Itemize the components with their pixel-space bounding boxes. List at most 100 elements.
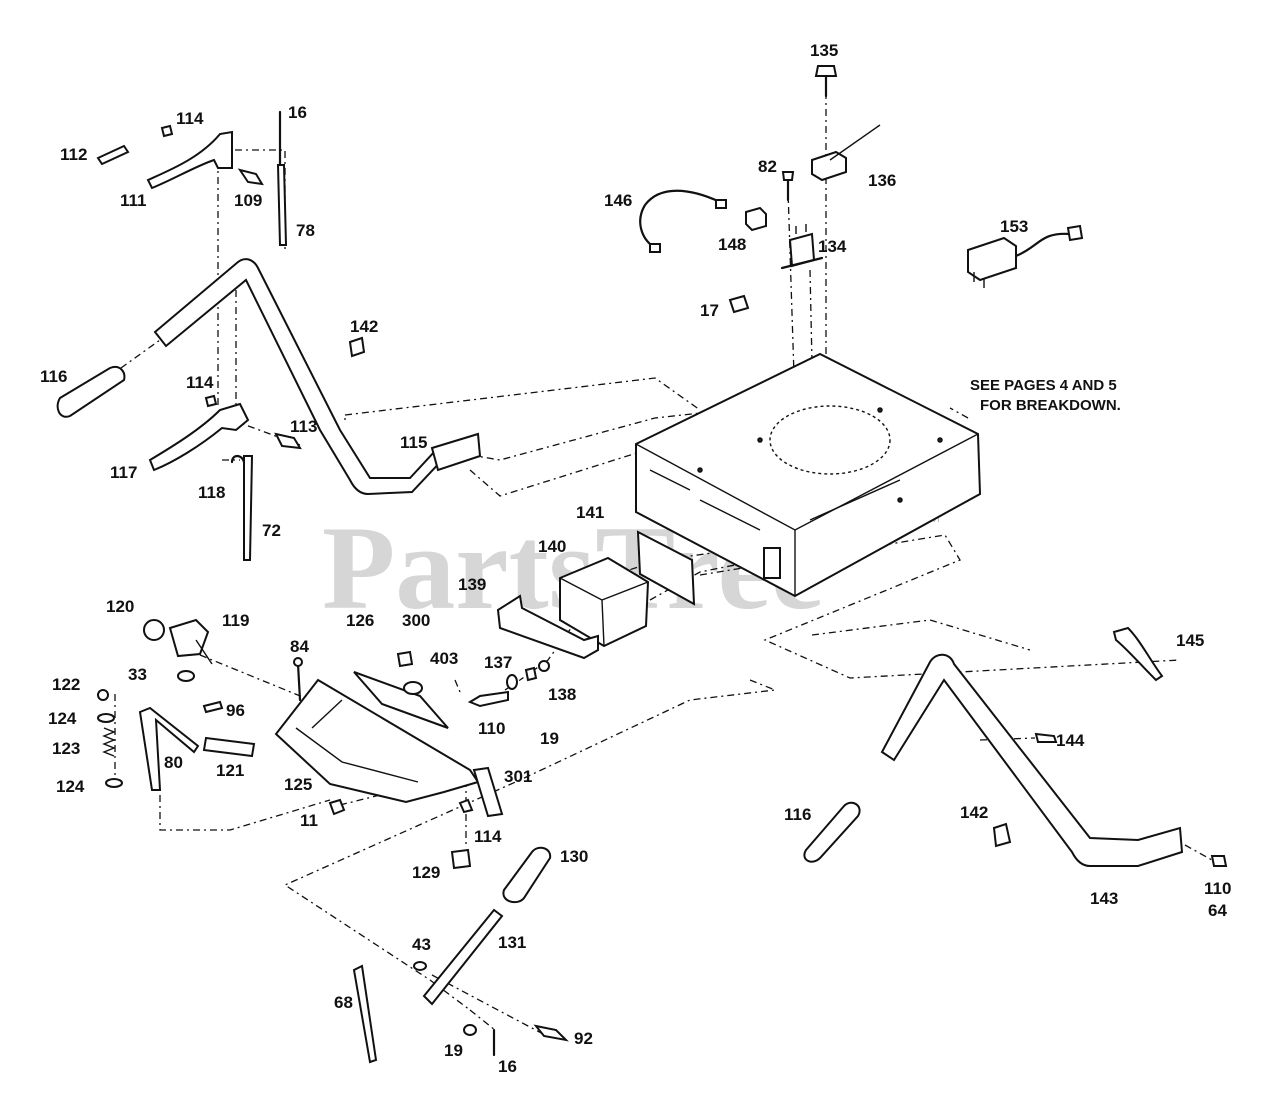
- callout-112: 112: [60, 145, 87, 164]
- callout-64: 64: [1208, 901, 1227, 920]
- chassis-housing: [635, 352, 982, 598]
- callout-403: 403: [430, 649, 458, 668]
- callout-121: 121: [216, 761, 244, 780]
- part-82-screw: [781, 171, 795, 202]
- callout-82: 82: [758, 157, 777, 176]
- callout-78: 78: [296, 221, 315, 240]
- part-118-pin: [230, 454, 246, 464]
- part-68-rod: [352, 964, 378, 1064]
- callout-131: 131: [498, 933, 526, 952]
- callout-16-bottom: 16: [498, 1057, 517, 1076]
- part-139-battery-tray: [496, 594, 599, 660]
- callout-114-top: 114: [176, 109, 204, 128]
- callout-114-low: 114: [474, 827, 502, 846]
- part-123-spring: [102, 727, 116, 757]
- callout-116-right: 116: [784, 805, 811, 824]
- part-134-solenoid: [780, 224, 824, 270]
- part-19-washer-b: [463, 1024, 477, 1036]
- part-96-pin: [202, 700, 224, 714]
- part-110-bolt-b: [1210, 855, 1228, 867]
- part-138-nut: [538, 660, 550, 672]
- callout-122: 122: [52, 675, 80, 694]
- part-80-rod: [138, 706, 200, 791]
- part-153-battery-charger: [967, 224, 1084, 288]
- part-11-nut: [328, 798, 346, 816]
- callout-146: 146: [604, 191, 632, 210]
- part-114-nut-top: [160, 124, 174, 138]
- callout-129: 129: [412, 863, 440, 882]
- callout-116-left: 116: [40, 367, 67, 386]
- callout-130: 130: [560, 847, 588, 866]
- part-19-washer-a: [506, 674, 518, 690]
- callout-300: 300: [402, 611, 430, 630]
- callout-148: 148: [718, 235, 746, 254]
- part-142-clip-a: [348, 336, 366, 358]
- part-125-panel: [274, 678, 480, 804]
- callout-43: 43: [412, 935, 431, 954]
- part-137-nut: [524, 666, 538, 682]
- callout-142-bottom: 142: [960, 803, 988, 822]
- part-144-bolt: [1034, 732, 1058, 743]
- callout-80: 80: [164, 753, 183, 772]
- callout-134: 134: [818, 237, 847, 256]
- callout-16-top: 16: [288, 103, 307, 122]
- part-300-fastener: [396, 650, 414, 668]
- callout-92: 92: [574, 1029, 593, 1048]
- part-72-rod: [243, 455, 254, 561]
- part-131-lever-rod: [422, 908, 504, 1006]
- callout-118: 118: [198, 483, 225, 502]
- callout-68: 68: [334, 993, 353, 1012]
- part-148-fuse-holder: [745, 206, 767, 232]
- part-109-bolt: [237, 168, 264, 186]
- part-124-washer-top: [97, 713, 115, 723]
- callout-19-a: 19: [540, 729, 559, 748]
- callout-136: 136: [868, 171, 896, 190]
- part-84-screw: [293, 657, 303, 702]
- part-129-knob: [450, 848, 472, 870]
- part-114-nut-mid: [204, 394, 218, 408]
- part-116-grip-left: [56, 366, 126, 418]
- part-124-washer-bottom: [105, 778, 123, 788]
- part-146-wire-harness: [639, 189, 727, 253]
- breakdown-note-line1: SEE PAGES 4 AND 5: [970, 377, 1117, 394]
- part-43-washer: [413, 961, 427, 971]
- callout-144: 144: [1056, 731, 1085, 750]
- callout-138: 138: [548, 685, 576, 704]
- part-301-bracket: [472, 766, 504, 818]
- part-115-handle: [153, 258, 482, 496]
- part-142-clip-b: [992, 822, 1012, 848]
- callout-124-bottom: 124: [56, 777, 85, 796]
- callout-72: 72: [262, 521, 281, 540]
- part-110-bolt-a: [467, 690, 509, 708]
- part-145-lever: [1112, 626, 1164, 682]
- part-403-washer: [403, 681, 423, 695]
- part-120-knob: [143, 619, 165, 641]
- callout-111: 111: [120, 191, 147, 210]
- part-121-handle-grip: [202, 736, 256, 758]
- callout-84: 84: [290, 637, 309, 656]
- part-112-pin: [96, 144, 130, 166]
- part-140-battery: [559, 556, 650, 648]
- callout-143: 143: [1090, 889, 1118, 908]
- part-78-rod: [276, 164, 288, 246]
- callout-140: 140: [538, 537, 566, 556]
- part-116-grip-right: [803, 801, 861, 863]
- part-126-decal: [353, 671, 449, 729]
- callout-17: 17: [700, 301, 719, 320]
- part-143-handle: [880, 653, 1184, 867]
- callout-115: 115: [400, 433, 427, 452]
- part-33-washer: [177, 670, 195, 682]
- callout-145: 145: [1176, 631, 1204, 650]
- callout-11: 11: [300, 811, 318, 830]
- callout-33: 33: [128, 665, 147, 684]
- part-113-bolt: [274, 432, 302, 450]
- part-130-grip: [502, 846, 552, 904]
- callout-113: 113: [290, 417, 317, 436]
- breakdown-note-line2: FOR BREAKDOWN.: [980, 397, 1121, 414]
- part-135-bolt: [814, 65, 838, 98]
- callout-114-mid: 114: [186, 373, 214, 392]
- callout-110-a: 110: [478, 719, 505, 738]
- callout-120: 120: [106, 597, 134, 616]
- callout-126: 126: [346, 611, 374, 630]
